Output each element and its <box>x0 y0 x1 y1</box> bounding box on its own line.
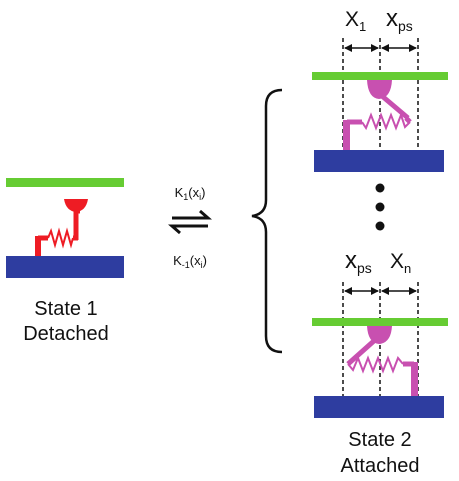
state1-group: State 1 Detached <box>6 178 124 345</box>
equilibrium-arrows: K1(xi) K-1(xi) <box>168 185 212 270</box>
bottom-attached-bond <box>346 326 418 396</box>
state1-membrane <box>6 178 124 187</box>
top-left-x-label: X1 <box>345 8 366 34</box>
state2-caption-line1: State 2 <box>348 429 411 451</box>
bottom-membrane <box>312 318 448 326</box>
top-membrane <box>312 72 448 80</box>
top-attached-config: X1 xps <box>312 5 448 172</box>
curly-brace <box>251 88 283 354</box>
forward-rate-label: K1(xi) <box>175 185 206 202</box>
state1-substrate <box>6 256 124 278</box>
forward-half-arrow <box>172 209 212 220</box>
state1-caption-line2: Detached <box>23 323 109 345</box>
top-attached-bond <box>343 80 412 150</box>
ellipsis-dots <box>375 183 385 231</box>
bottom-right-x-label: Xn <box>390 250 411 276</box>
reverse-half-arrow <box>168 224 208 235</box>
top-right-x-label: xps <box>386 5 413 34</box>
top-substrate <box>314 150 444 172</box>
bottom-left-x-label: xps <box>345 247 372 276</box>
state1-detached-bond <box>35 199 88 256</box>
bottom-substrate <box>314 396 444 418</box>
state1-caption-line1: State 1 <box>34 298 97 320</box>
state2-caption-line2: Attached <box>341 455 420 477</box>
bottom-attached-config: xps Xn State 2 Attached <box>312 247 448 477</box>
reverse-rate-label: K-1(xi) <box>173 253 207 270</box>
